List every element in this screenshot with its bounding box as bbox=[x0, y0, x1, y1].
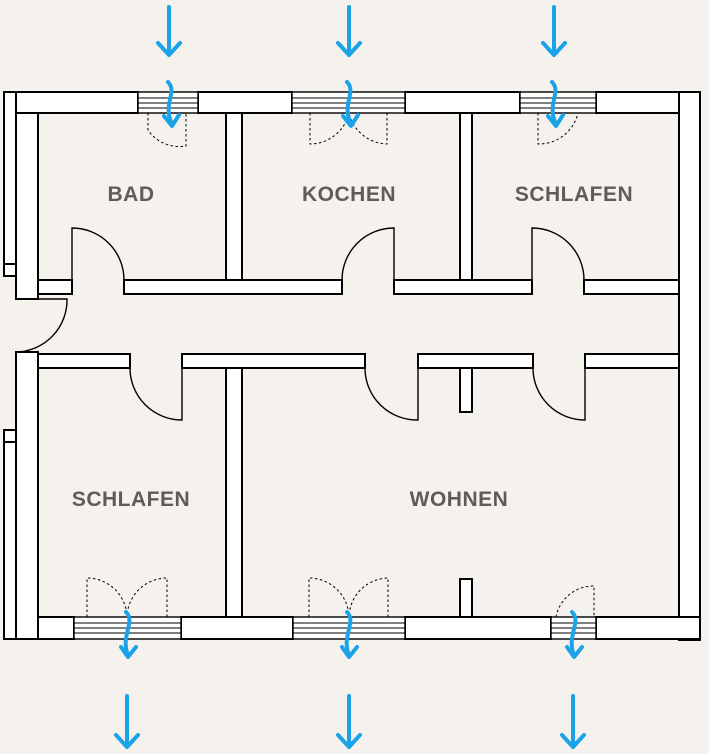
outer-wall-left-2 bbox=[15, 112, 39, 300]
door-schlafen-top bbox=[531, 227, 585, 281]
arrow-down-icon bbox=[341, 80, 360, 128]
door-wohnen-2 bbox=[532, 367, 586, 421]
corridor-wall-top-3 bbox=[393, 279, 533, 295]
corridor-wall-bottom-3 bbox=[417, 353, 534, 369]
arrow-down-icon bbox=[119, 610, 138, 659]
arrow-down-icon bbox=[560, 694, 586, 749]
outer-wall-left-1 bbox=[3, 91, 17, 265]
door-wohnen-1 bbox=[364, 367, 419, 421]
door-kochen bbox=[341, 227, 395, 281]
arrow-down-icon bbox=[336, 5, 362, 57]
door-entrance bbox=[15, 298, 68, 353]
door-bad bbox=[71, 227, 125, 281]
arrow-down-icon bbox=[114, 694, 140, 749]
wall-stub-lower bbox=[459, 578, 473, 618]
room-label-bad: BAD bbox=[108, 183, 155, 206]
outer-wall-left-notch-2 bbox=[3, 429, 17, 443]
wall-stub-upper bbox=[459, 367, 473, 413]
walls bbox=[3, 91, 701, 641]
room-label-schlafen-top: SCHLAFEN bbox=[515, 183, 633, 206]
outer-wall-left-notch-1 bbox=[3, 263, 17, 277]
arrow-down-icon bbox=[156, 5, 182, 57]
wall-kochen-schlafen bbox=[459, 112, 473, 282]
arrow-down-icon bbox=[340, 610, 359, 659]
outer-wall-left-3 bbox=[15, 351, 39, 640]
arrow-down-icon bbox=[541, 5, 567, 57]
room-label-kochen: KOCHEN bbox=[302, 183, 396, 206]
room-label-schlafen-bottom: SCHLAFEN bbox=[72, 488, 190, 511]
interior-doors bbox=[15, 227, 586, 421]
outer-wall-top-3 bbox=[404, 91, 521, 114]
wall-schlafen-wohnen bbox=[225, 367, 243, 618]
outer-wall-bottom-4 bbox=[595, 616, 701, 640]
arrow-down-icon bbox=[565, 610, 584, 659]
wall-bad-kochen bbox=[225, 112, 243, 282]
window-schlafen-top bbox=[519, 91, 597, 145]
corridor-wall-top-4 bbox=[583, 279, 680, 295]
corridor-wall-bottom-1 bbox=[37, 353, 131, 369]
outer-wall-bottom-3 bbox=[404, 616, 552, 640]
outer-wall-top-2 bbox=[197, 91, 293, 114]
corridor-wall-bottom-2 bbox=[181, 353, 366, 369]
arrow-down-icon bbox=[546, 80, 565, 128]
outer-wall-left-4 bbox=[3, 441, 17, 640]
outer-wall-right bbox=[678, 91, 701, 641]
room-label-wohnen: WOHNEN bbox=[410, 488, 509, 511]
airflow-out bbox=[114, 610, 586, 749]
arrow-down-icon bbox=[162, 80, 181, 128]
outer-wall-top-1 bbox=[3, 91, 139, 114]
outer-wall-bottom-2 bbox=[180, 616, 294, 640]
corridor-wall-bottom-4 bbox=[584, 353, 680, 369]
door-schlafen-bottom bbox=[129, 367, 183, 421]
arrow-down-icon bbox=[336, 694, 362, 749]
corridor-wall-top-1 bbox=[37, 279, 73, 295]
airflow-in bbox=[156, 5, 567, 128]
corridor-wall-top-2 bbox=[123, 279, 343, 295]
room-labels: BAD KOCHEN SCHLAFEN SCHLAFEN WOHNEN bbox=[72, 183, 633, 511]
